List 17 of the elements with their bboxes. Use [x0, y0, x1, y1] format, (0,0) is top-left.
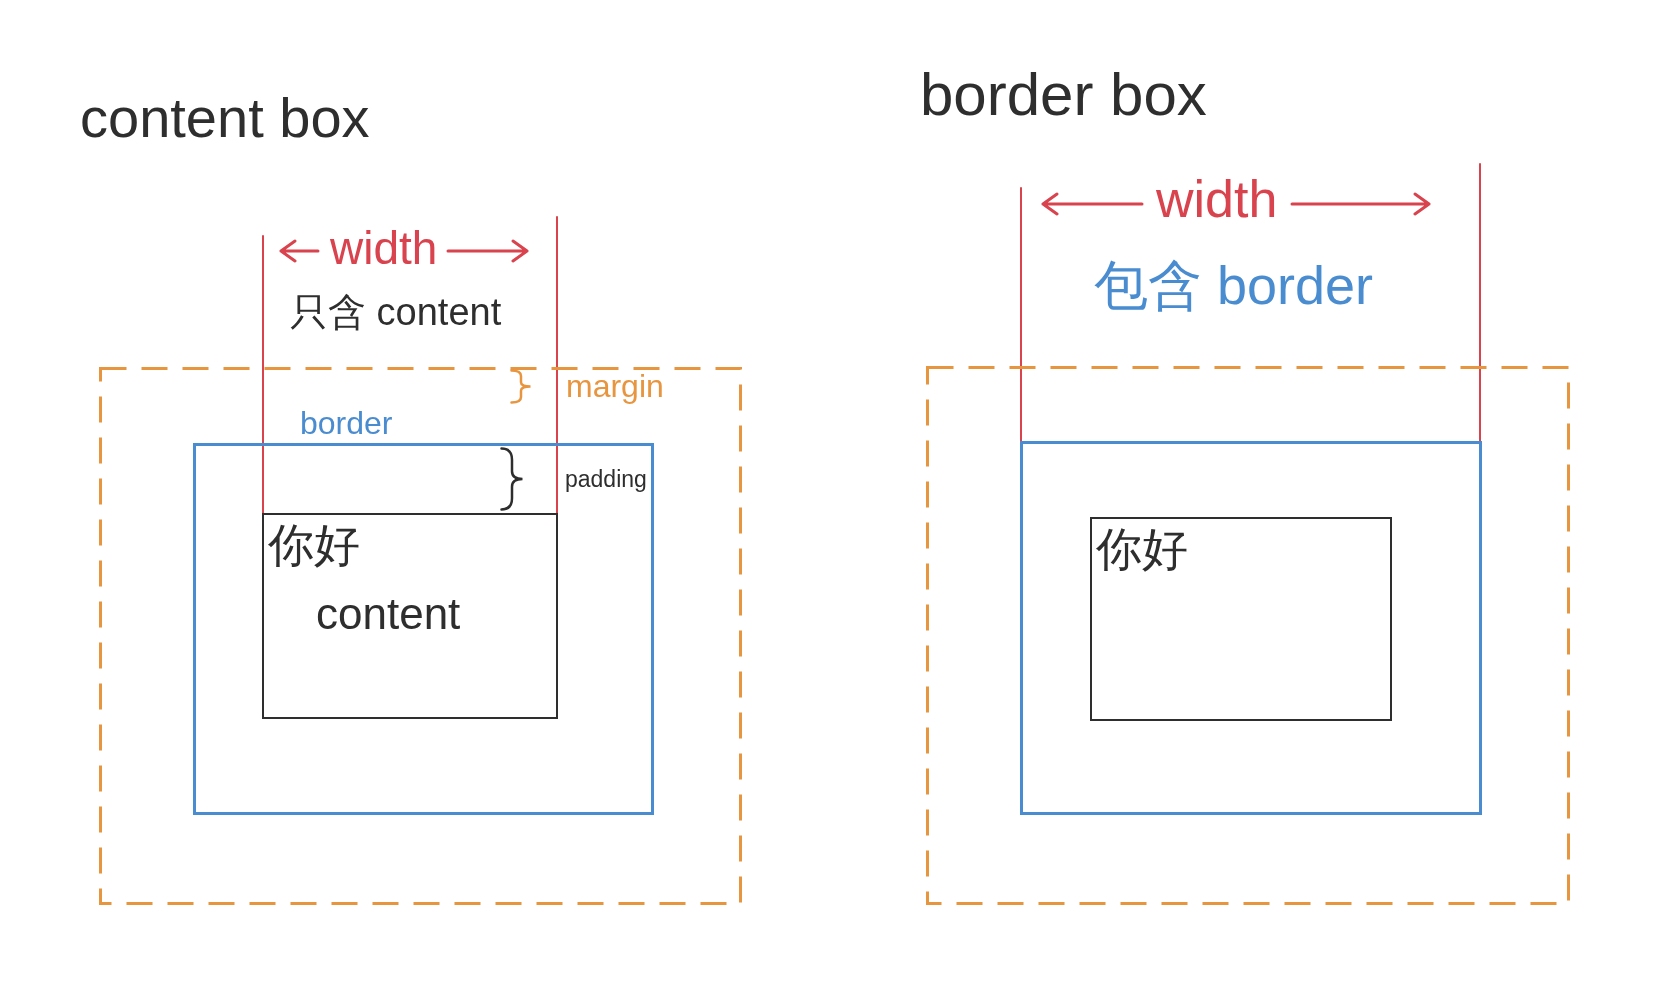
- panel-heading: content box: [80, 86, 370, 151]
- dimension-label: width: [1156, 170, 1278, 230]
- padding-label: padding: [565, 466, 647, 493]
- panel-heading: border box: [920, 60, 1207, 129]
- content-text: 你好: [268, 519, 360, 572]
- margin-box: [99, 367, 742, 905]
- content-text: 你好: [1096, 523, 1188, 576]
- dimension-label: width: [330, 222, 438, 275]
- content-box: [262, 513, 558, 719]
- border-box: [1020, 441, 1482, 815]
- box-label: border: [300, 405, 393, 442]
- annotation-text: 只含 content: [290, 291, 502, 335]
- content-label: content: [316, 589, 461, 640]
- margin-label: margin: [566, 368, 664, 405]
- margin-box: [926, 366, 1570, 905]
- annotation-text: 包含 border: [1094, 254, 1374, 317]
- content-box: [1090, 517, 1392, 721]
